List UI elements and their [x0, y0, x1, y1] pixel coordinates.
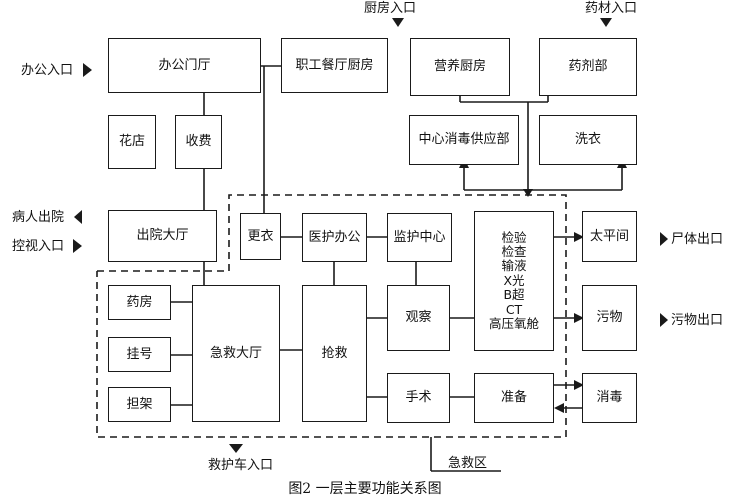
rescue-box: 抢救: [302, 285, 367, 422]
arrow-right-morgue: [574, 232, 584, 242]
emergency-zone-outline: [96, 194, 567, 438]
pharmacy-box: 药房: [108, 285, 171, 320]
registration-box: 挂号: [108, 337, 171, 372]
cashier-box: 收费: [175, 115, 222, 169]
patient-discharge-marker: [74, 210, 82, 224]
disinfect-box: 消毒: [582, 373, 637, 423]
tests-item: 输液: [501, 258, 527, 274]
waste-box: 污物: [582, 285, 637, 351]
visitor-entry-label: 控视入口: [12, 239, 65, 254]
observation-box: 观察: [387, 285, 450, 351]
pharmacy-dept-box: 药剂部: [539, 38, 637, 96]
monitor-center-box: 监护中心: [387, 213, 452, 262]
kitchen-entry-marker: [392, 18, 404, 27]
laundry-box: 洗衣: [539, 115, 637, 165]
tests-box: 检验 检查 输液 X光 B超 CT 高压氧舱: [474, 211, 554, 351]
staff-kitchen-box: 职工餐厅厨房: [281, 38, 388, 93]
office-entry-label: 办公入口: [21, 63, 74, 78]
tests-item: X光: [503, 272, 525, 288]
tests-item: 检查: [501, 244, 527, 260]
patient-discharge-label: 病人出院: [12, 210, 65, 225]
kitchen-entry-label: 厨房入口: [364, 1, 417, 16]
flower-shop-box: 花店: [108, 115, 156, 169]
tests-item: 高压氧舱: [488, 315, 539, 331]
waste-exit-marker: [660, 313, 668, 327]
drug-entry-marker: [600, 18, 612, 27]
tests-item: CT: [505, 301, 523, 317]
nurse-office-box: 医护办公: [302, 213, 367, 262]
stretcher-box: 担架: [108, 387, 171, 422]
emergency-zone-label: 急救区: [448, 456, 488, 471]
nutrition-kitchen-box: 营养厨房: [410, 38, 510, 96]
office-hall-box: 办公门厅: [108, 38, 261, 93]
drug-entry-label: 药材入口: [585, 1, 638, 16]
waste-exit-label: 污物出口: [671, 313, 724, 328]
visitor-entry-marker: [73, 239, 82, 253]
morgue-box: 太平间: [582, 211, 637, 262]
emergency-hall-box: 急救大厅: [192, 285, 280, 422]
figure-caption: 图2 一层主要功能关系图: [288, 481, 442, 497]
arrow-right-disinfect: [574, 380, 584, 390]
tests-item: B超: [503, 287, 525, 303]
body-exit-marker: [660, 232, 668, 246]
body-exit-label: 尸体出口: [671, 232, 724, 247]
tests-item: 检验: [501, 229, 527, 245]
ambulance-entry-label: 救护车入口: [208, 458, 274, 473]
arrow-down-zone: [523, 189, 533, 197]
surgery-box: 手术: [387, 373, 450, 423]
central-sterile-box: 中心消毒供应部: [409, 115, 519, 165]
changing-box: 更衣: [240, 213, 281, 260]
prep-box: 准备: [474, 373, 554, 423]
discharge-hall-box: 出院大厅: [108, 210, 217, 262]
office-entry-marker: [83, 63, 92, 77]
arrow-left-prep: [554, 403, 564, 413]
ambulance-entry-marker: [229, 444, 243, 453]
arrow-right-waste: [574, 313, 584, 323]
